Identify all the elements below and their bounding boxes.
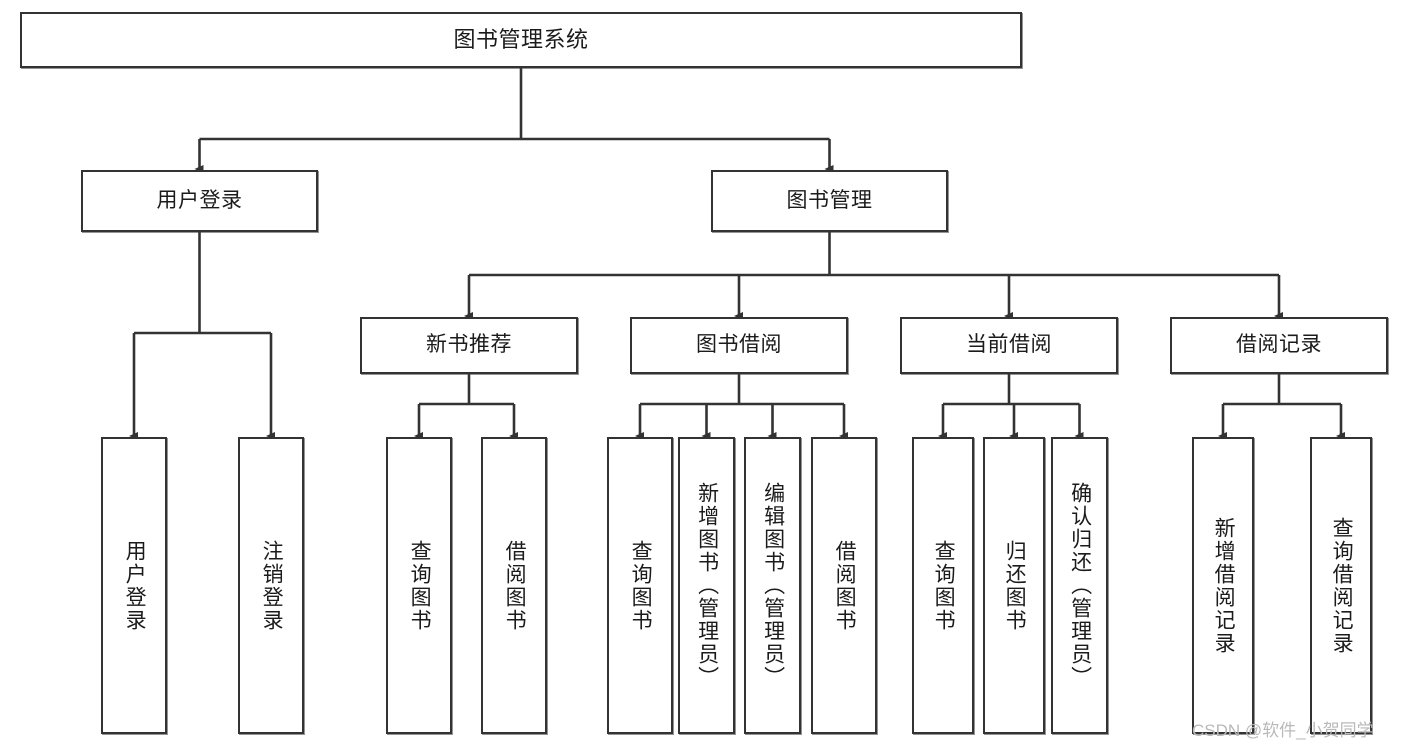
node-label: 用户登录 bbox=[156, 188, 243, 212]
node-label: 图书借阅 bbox=[696, 333, 782, 357]
node-label: 借阅图书 bbox=[503, 539, 527, 632]
edge-group bbox=[129, 68, 1345, 440]
node-book_mgmt[interactable]: 图书管理 bbox=[711, 170, 948, 232]
node-leaf_add_rec[interactable]: 新增借阅记录 bbox=[1192, 437, 1254, 734]
node-leaf_q2[interactable]: 查询图书 bbox=[607, 437, 673, 734]
node-label: 用户登录 bbox=[123, 539, 147, 632]
node-label: 查询图书 bbox=[408, 539, 432, 632]
node-label: 注销登录 bbox=[260, 539, 284, 632]
node-label: 编辑图书（管理员） bbox=[761, 482, 785, 689]
node-leaf_b1[interactable]: 借阅图书 bbox=[481, 437, 547, 734]
node-leaf_q3[interactable]: 查询图书 bbox=[912, 437, 974, 734]
node-label: 查询借阅记录 bbox=[1330, 516, 1354, 655]
node-label: 新增图书（管理员） bbox=[695, 482, 719, 689]
node-leaf_edit_book[interactable]: 编辑图书（管理员） bbox=[744, 437, 801, 734]
node-label: 新书推荐 bbox=[426, 333, 512, 357]
node-root[interactable]: 图书管理系统 bbox=[20, 12, 1022, 68]
node-label: 当前借阅 bbox=[966, 333, 1052, 357]
node-label: 归还图书 bbox=[1003, 539, 1027, 632]
node-leaf_b2[interactable]: 借阅图书 bbox=[811, 437, 877, 734]
node-leaf_add_book[interactable]: 新增图书（管理员） bbox=[678, 437, 735, 734]
node-leaf_login[interactable]: 用户登录 bbox=[101, 437, 167, 734]
node-user_login[interactable]: 用户登录 bbox=[81, 170, 318, 232]
node-label: 图书管理 bbox=[786, 188, 873, 212]
node-new_books[interactable]: 新书推荐 bbox=[360, 317, 578, 374]
node-leaf_return[interactable]: 归还图书 bbox=[983, 437, 1045, 734]
node-label: 确认归还（管理员） bbox=[1068, 482, 1092, 689]
node-leaf_logout[interactable]: 注销登录 bbox=[238, 437, 304, 734]
node-book_borrow[interactable]: 图书借阅 bbox=[630, 317, 848, 374]
node-leaf_q_rec[interactable]: 查询借阅记录 bbox=[1310, 437, 1372, 734]
node-cur_borrow[interactable]: 当前借阅 bbox=[900, 317, 1118, 374]
node-label: 查询图书 bbox=[932, 539, 956, 632]
node-leaf_q1[interactable]: 查询图书 bbox=[386, 437, 452, 734]
node-borrow_rec[interactable]: 借阅记录 bbox=[1170, 317, 1388, 374]
node-label: 借阅记录 bbox=[1236, 333, 1322, 357]
node-label: 新增借阅记录 bbox=[1212, 516, 1236, 655]
node-label: 借阅图书 bbox=[833, 539, 857, 632]
node-leaf_confirm[interactable]: 确认归还（管理员） bbox=[1051, 437, 1108, 734]
node-label: 查询图书 bbox=[629, 539, 653, 632]
node-label: 图书管理系统 bbox=[453, 27, 589, 53]
watermark: CSDN @软件_小贺同学 bbox=[1192, 721, 1374, 740]
